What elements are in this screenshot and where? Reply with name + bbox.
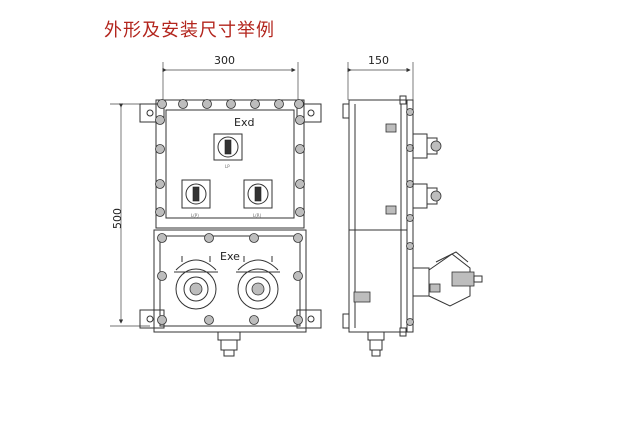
exd-enclosure	[155, 99, 305, 229]
front-view: 300 500 Exd Exe	[110, 54, 322, 357]
socket-right	[236, 256, 280, 310]
cable-gland-side	[367, 331, 385, 357]
width-label: 300	[214, 54, 235, 67]
height-dimension: 500	[110, 103, 150, 327]
exd-label: Exd	[234, 116, 254, 129]
depth-dimension: 150	[347, 54, 414, 100]
side-switch-upper	[412, 133, 442, 159]
bolt-icons	[155, 99, 305, 325]
rotary-switch-main: LP	[213, 133, 243, 169]
side-view: 150	[342, 54, 483, 357]
socket-left	[174, 256, 218, 310]
rotary-switch-left: L(P)	[181, 179, 211, 218]
cable-gland-front	[217, 331, 241, 357]
switch-tag: L(R)	[253, 213, 262, 218]
depth-label: 150	[368, 54, 389, 67]
width-dimension: 300	[162, 54, 299, 100]
exe-label: Exe	[220, 250, 240, 263]
rotary-switch-right: L(R)	[243, 179, 273, 218]
exe-enclosure	[153, 229, 307, 333]
switch-tag: LP	[225, 164, 230, 169]
height-label: 500	[111, 208, 124, 229]
side-socket	[412, 251, 483, 307]
page-title: 外形及安装尺寸举例	[104, 20, 275, 41]
switch-tag: L(P)	[191, 213, 199, 218]
side-switch-lower	[412, 183, 442, 209]
